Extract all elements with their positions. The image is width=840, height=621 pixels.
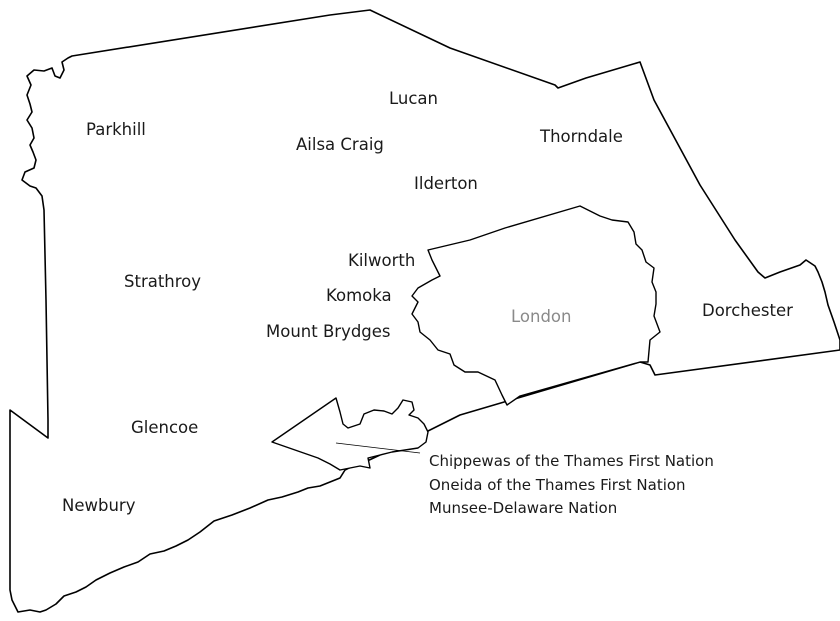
label-munsee-delaware: Munsee-Delaware Nation xyxy=(429,499,618,517)
first-nations-area xyxy=(271,397,429,471)
label-oneida: Oneida of the Thames First Nation xyxy=(429,475,686,494)
label-chippewas: Chippewas of the Thames First Nation xyxy=(429,452,714,470)
label-komoka: Komoka xyxy=(326,286,392,305)
label-kilworth: Kilworth xyxy=(348,251,416,270)
label-dorchester: Dorchester xyxy=(702,301,793,320)
label-parkhill: Parkhill xyxy=(86,120,146,139)
first-nations-leader-line xyxy=(335,442,421,454)
london-boundary xyxy=(411,205,661,406)
label-lucan: Lucan xyxy=(389,89,439,108)
label-london: London xyxy=(511,307,572,326)
label-strathroy: Strathroy xyxy=(124,272,202,291)
label-newbury: Newbury xyxy=(62,496,136,515)
label-glencoe: Glencoe xyxy=(131,418,199,437)
label-ailsa-craig: Ailsa Craig xyxy=(296,135,384,154)
label-mount-brydges: Mount Brydges xyxy=(266,322,391,341)
first-nations-labels: Chippewas of the Thames First Nation One… xyxy=(429,450,714,521)
label-thorndale: Thorndale xyxy=(540,127,623,146)
label-ilderton: Ilderton xyxy=(414,174,478,193)
